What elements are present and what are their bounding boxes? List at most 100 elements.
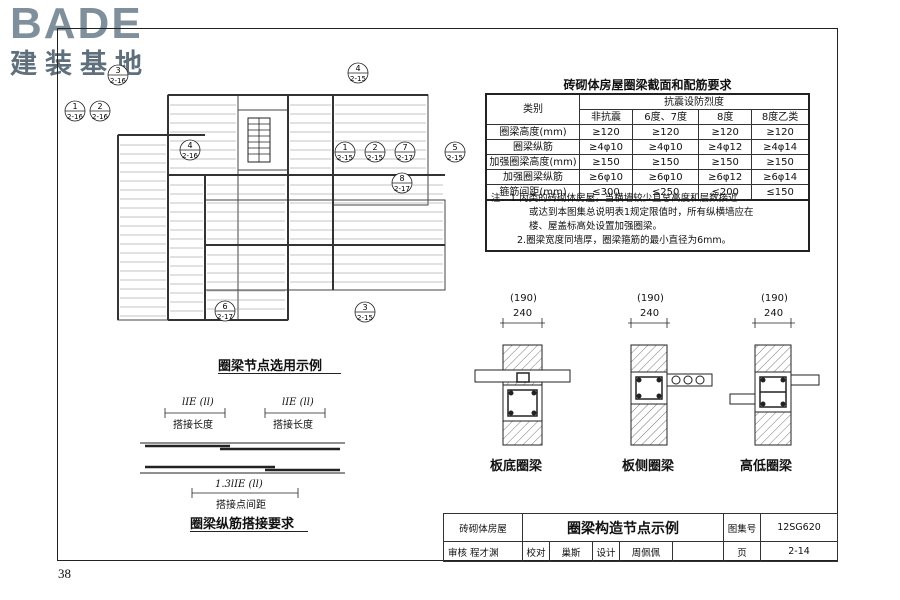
tb-reviewer: 程才渊	[470, 547, 499, 559]
marker-top: 2	[372, 143, 377, 152]
tb-designer: 周佩佩	[619, 541, 673, 562]
cell: ≥4φ10	[632, 139, 700, 155]
row-label: 加强圈梁高度(mm)	[485, 154, 580, 170]
detail2-caption: 板侧圈梁	[622, 459, 675, 474]
tb-page-label: 页	[723, 541, 761, 562]
cell: ≥120	[698, 124, 753, 140]
cell: ≥120	[632, 124, 700, 140]
cell: ≤250	[632, 184, 700, 201]
cell: ≥6φ10	[578, 169, 634, 185]
marker-top: 5	[452, 143, 457, 152]
detail-slab-side	[628, 318, 713, 446]
page-number: 38	[58, 566, 71, 581]
tb-check-label: 校对	[522, 541, 550, 562]
tb-title: 圈梁构造节点示例	[522, 513, 724, 542]
plan-caption: 圈梁节点选用示例	[218, 359, 323, 374]
marker-bottom: 2-16	[67, 113, 83, 121]
detail1-dim-top: (190)	[510, 293, 537, 304]
table-row: 圈梁纵筋 ≥4φ10 ≥4φ10 ≥4φ12 ≥4φ14	[485, 139, 810, 155]
cell: ≥150	[632, 154, 700, 170]
lap-caption: 圈梁纵筋搭接要求	[190, 517, 295, 532]
detail-slab-bottom	[474, 318, 571, 446]
detail-high-low	[729, 318, 820, 446]
detail-marker: 5 2-15	[444, 141, 466, 163]
tb-signature	[672, 541, 724, 562]
cell: ≥150	[751, 154, 810, 170]
cell: ≥120	[578, 124, 634, 140]
lap-length-2: 搭接长度	[273, 420, 313, 431]
cell: ≥4φ12	[698, 139, 753, 155]
marker-top: 4	[355, 64, 360, 73]
cell: ≥6φ10	[632, 169, 700, 185]
detail3-dim-top: (190)	[761, 293, 788, 304]
title-block: 砖砌体房屋 圈梁构造节点示例 图集号 12SG620 审核 程才渊 校对 巢斯 …	[443, 513, 838, 562]
tb-category: 砖砌体房屋	[443, 513, 523, 542]
marker-bottom: 2-15	[357, 314, 373, 322]
cell: ≥150	[578, 154, 634, 170]
tb-review-label: 审核	[448, 547, 468, 559]
detail-marker: 62-17	[214, 300, 236, 322]
note-line: 楼、屋盖标高处设置加强圈梁。	[529, 221, 663, 232]
subheader: 8度乙类	[751, 109, 810, 125]
detail-marker: 8 2-17	[391, 172, 413, 194]
cell: ≥6φ12	[698, 169, 753, 185]
marker-top: 1	[342, 143, 347, 152]
marker-top: 4	[187, 141, 192, 150]
detail3-dim: 240	[764, 308, 784, 319]
marker-top: 2	[97, 102, 102, 111]
marker-bottom: 2-16	[92, 113, 108, 121]
marker-top: 8	[399, 174, 404, 183]
lap-caption-underline	[190, 531, 308, 532]
table-title: 砖砌体房屋圈梁截面和配筋要求	[563, 78, 732, 92]
table-row: 加强圈梁高度(mm) ≥150 ≥150 ≥150 ≥150	[485, 154, 810, 170]
marker-bottom: 2-15	[350, 75, 366, 83]
detail-marker: 2 2-16	[89, 100, 111, 122]
detail-marker: 2 2-15	[364, 141, 386, 163]
cell: ≥6φ14	[751, 169, 810, 185]
marker-bottom: 2-15	[337, 154, 353, 162]
marker-top: 3	[115, 66, 120, 75]
tb-atlas-label: 图集号	[723, 513, 761, 542]
lap-label-13: 1.3lIE (ll)	[215, 479, 263, 490]
marker-bottom: 2-15	[367, 154, 383, 162]
marker-bottom: 2-15	[447, 154, 463, 162]
logo-wordmark: BADE	[10, 0, 143, 48]
lap-spacing: 搭接点间距	[216, 500, 266, 511]
tb-page-no: 2-14	[760, 541, 838, 562]
detail-marker: 72-17	[394, 141, 416, 163]
tb-checker: 巢斯	[549, 541, 593, 562]
detail-marker: 1 2-15	[334, 141, 356, 163]
header-group: 抗震设防烈度	[579, 93, 810, 110]
marker-top: 1	[72, 102, 77, 111]
row-label: 圈梁高度(mm)	[485, 124, 580, 140]
plan-caption-underline	[218, 373, 341, 374]
detail1-caption: 板底圈梁	[490, 459, 543, 474]
subheader: 6度、7度	[632, 109, 700, 125]
note-line: 或达到本图集总说明表1规定限值时，所有纵横墙应在	[529, 207, 754, 218]
cell: ≥4φ10	[578, 139, 634, 155]
marker-bottom: 2-16	[182, 152, 198, 160]
tb-review: 审核 程才渊	[443, 541, 523, 562]
subheader: 8度	[698, 109, 753, 125]
lap-label-le-2: lIE (ll)	[282, 397, 314, 408]
table-row: 箍筋间距(mm) ≤300 ≤250 ≤200 ≤150	[485, 184, 810, 201]
table-notes: 注：1.丙类的砖砌体房屋，当横墙较少且总高度和层数接近 或达到本图集总说明表1规…	[485, 190, 810, 252]
detail-marker: 3 2-16	[107, 64, 129, 86]
subheader: 非抗震	[578, 109, 634, 125]
tb-atlas-no: 12SG620	[760, 513, 838, 542]
marker-bottom: 2-17	[394, 185, 410, 193]
detail-marker: 1 2-16	[64, 100, 86, 122]
marker-bottom: 2-17	[397, 154, 413, 162]
detail1-dim: 240	[513, 308, 533, 319]
cell: ≥150	[698, 154, 753, 170]
lap-length-1: 搭接长度	[173, 420, 213, 431]
note-line: 2.圈梁宽度同墙厚，圈梁箍筋的最小直径为6mm。	[517, 235, 732, 246]
marker-top: 6	[222, 302, 227, 311]
cell: ≥120	[751, 124, 810, 140]
detail2-dim-top: (190)	[637, 293, 664, 304]
marker-top: 3	[362, 303, 367, 312]
detail-marker: 4 2-15	[347, 62, 369, 84]
note-line: 注：1.丙类的砖砌体房屋，当横墙较少且总高度和层数接近	[491, 193, 738, 204]
marker-bottom: 2-16	[110, 77, 126, 85]
